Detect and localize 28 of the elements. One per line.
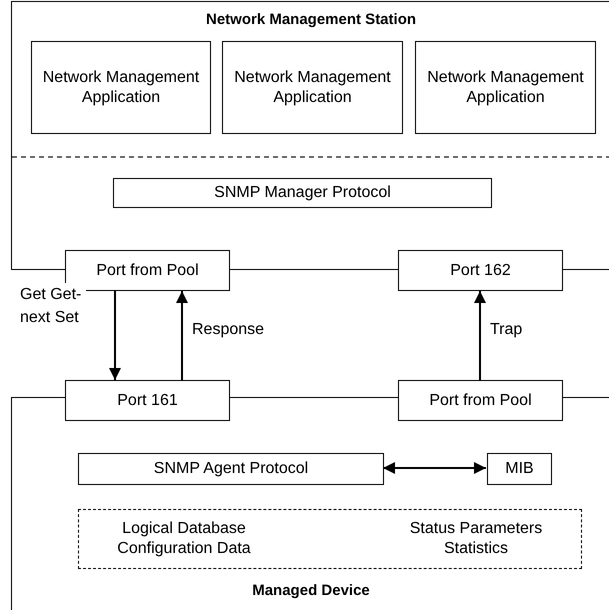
box-text: SNMP Agent Protocol: [152, 459, 310, 479]
port-box: [398, 380, 563, 421]
arrow: [109, 291, 121, 380]
data-group-box: [78, 509, 582, 569]
port-box: [65, 380, 230, 421]
protocol-box: [78, 453, 384, 485]
box-text: SNMP Manager Protocol: [213, 183, 392, 203]
port-box: [398, 250, 563, 291]
box-text: Network Management Application: [42, 68, 200, 108]
data-text: Logical Database Configuration Data: [116, 519, 252, 559]
mib-box: [487, 453, 552, 485]
arrow: [176, 291, 188, 380]
application-box: [415, 41, 596, 134]
application-box: [31, 41, 211, 134]
box-text: Port from Pool: [95, 260, 200, 280]
application-box: [222, 41, 403, 134]
data-text: Status Parameters Statistics: [408, 519, 544, 559]
box-text: Port 162: [449, 260, 512, 280]
station-title: Network Management Station: [204, 10, 418, 30]
protocol-box: [113, 178, 492, 208]
box-text: Network Management Application: [426, 68, 585, 108]
arrow: [383, 462, 486, 474]
device-title: Managed Device: [251, 581, 371, 601]
arrow: [474, 291, 486, 380]
box-text: MIB: [504, 459, 535, 479]
box-text: Port from Pool: [428, 390, 533, 410]
box-text: Network Management Application: [233, 68, 392, 108]
box-text: Port 161: [116, 390, 179, 410]
